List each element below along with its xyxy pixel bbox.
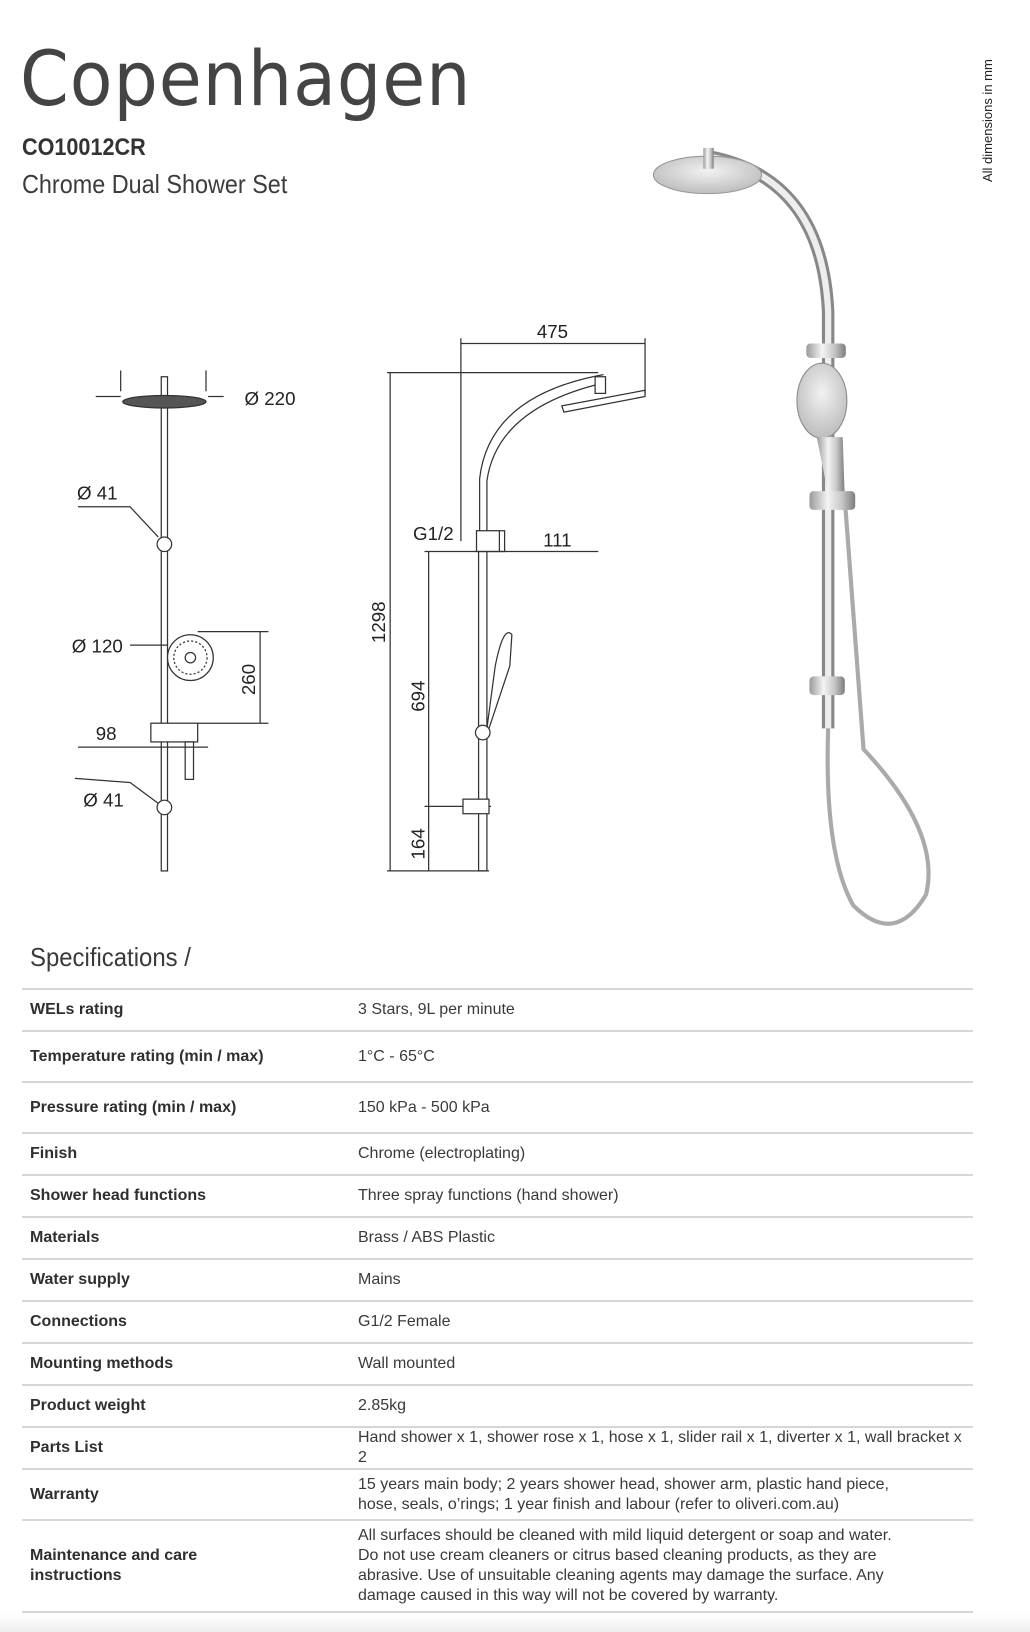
spec-value: 2.85kg [350, 1385, 973, 1428]
slider-height-label: 694 [407, 681, 428, 712]
reach-label: 475 [537, 321, 568, 342]
specifications-heading: Specifications / [30, 942, 191, 972]
spec-label: Water supply [22, 1259, 350, 1302]
total-height-label: 1298 [368, 601, 389, 643]
spec-value: Three spray functions (hand shower) [350, 1175, 973, 1218]
spec-label: Parts List [22, 1427, 350, 1470]
spec-label: Shower head functions [22, 1175, 350, 1218]
spec-value: All surfaces should be cleaned with mild… [350, 1520, 973, 1613]
bracket-width-label: 98 [96, 723, 117, 744]
spec-value: Chrome (electroplating) [350, 1133, 973, 1176]
spec-label: Connections [22, 1301, 350, 1344]
side-view-drawing [387, 338, 646, 872]
spec-value: 150 kPa - 500 kPa [350, 1082, 973, 1134]
product-title: Copenhagen [20, 34, 472, 123]
spec-value: 15 years main body; 2 years shower head,… [350, 1469, 973, 1521]
technical-drawing: Ø 220 Ø 41 Ø 120 260 98 Ø 41 475 1298 G1… [72, 147, 931, 926]
spec-label: Product weight [22, 1385, 350, 1428]
product-subtitle: Chrome Dual Shower Set [22, 169, 288, 199]
head-diameter-label: Ø 220 [244, 388, 295, 409]
spec-value: Hand shower x 1, shower rose x 1, hose x… [350, 1427, 973, 1470]
spec-label: Pressure rating (min / max) [22, 1082, 350, 1134]
hand-height-label: 260 [238, 664, 259, 695]
spec-label: WELs rating [22, 989, 350, 1032]
spec-label: Warranty [22, 1469, 350, 1521]
page-bottom-edge [0, 1614, 1030, 1632]
hand-shower-diameter-label: Ø 120 [72, 635, 123, 656]
product-image [652, 147, 931, 926]
spec-label: Mounting methods [22, 1343, 350, 1386]
table-row: Pressure rating (min / max)150 kPa - 500… [22, 1082, 973, 1134]
connection-label: G1/2 [413, 523, 454, 544]
bottom-height-label: 164 [407, 828, 428, 859]
spec-value: Brass / ABS Plastic [350, 1217, 973, 1260]
diverter-depth-label: 111 [543, 529, 571, 550]
spec-value: Wall mounted [350, 1343, 973, 1386]
front-view-drawing [74, 370, 269, 872]
spec-value: 1°C - 65°C [350, 1031, 973, 1083]
spec-value: Mains [350, 1259, 973, 1302]
spec-label: Temperature rating (min / max) [22, 1031, 350, 1083]
spec-label: Materials [22, 1217, 350, 1260]
table-row: Temperature rating (min / max)1°C - 65°C [22, 1031, 973, 1083]
upper-bracket-diameter-label: Ø 41 [77, 483, 118, 504]
spec-value: 3 Stars, 9L per minute [350, 989, 973, 1032]
spec-value: G1/2 Female [350, 1301, 973, 1344]
lower-bracket-diameter-label: Ø 41 [83, 789, 124, 810]
spec-label: Finish [22, 1133, 350, 1176]
product-code: CO10012CR [22, 134, 146, 161]
spec-label: Maintenance and care instructions [22, 1520, 350, 1613]
